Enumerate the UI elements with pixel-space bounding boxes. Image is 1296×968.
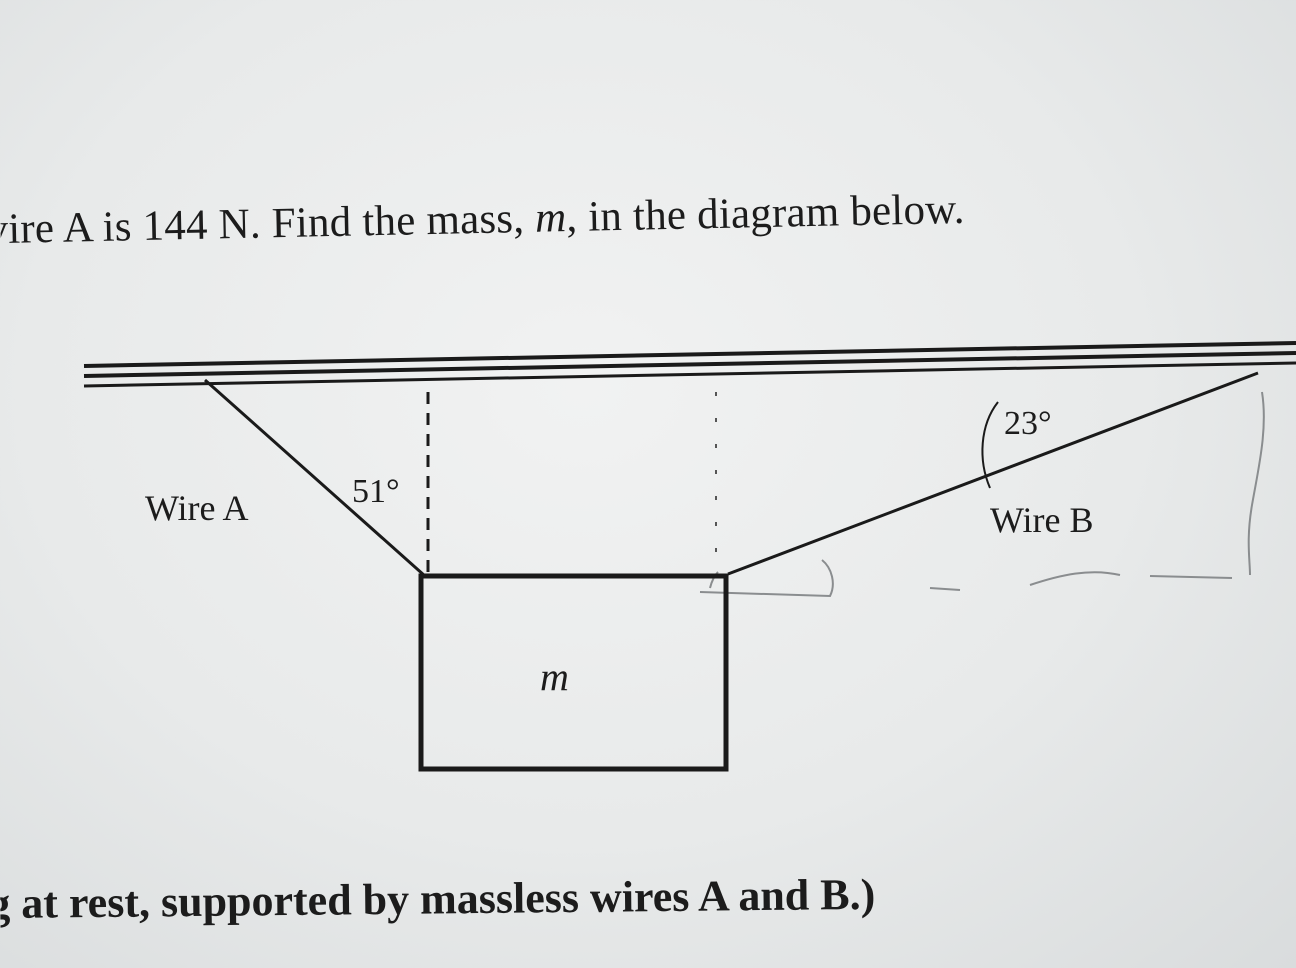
- mass-label: m: [540, 654, 569, 699]
- footer-text: g at rest, supported by massless wires A…: [0, 869, 876, 929]
- mass-block: [418, 573, 729, 772]
- angle-a-label: 51°: [352, 473, 400, 510]
- wire-b-label: Wire B: [990, 500, 1094, 540]
- angle-arc-b: [981, 401, 999, 489]
- angle-b-label: 23°: [1004, 405, 1052, 442]
- wire-b: [727, 371, 1259, 576]
- wire-a: [204, 378, 426, 578]
- ceiling: [83, 341, 1296, 388]
- pencil-marks: [699, 391, 1265, 598]
- wire-a-label: Wire A: [145, 488, 249, 528]
